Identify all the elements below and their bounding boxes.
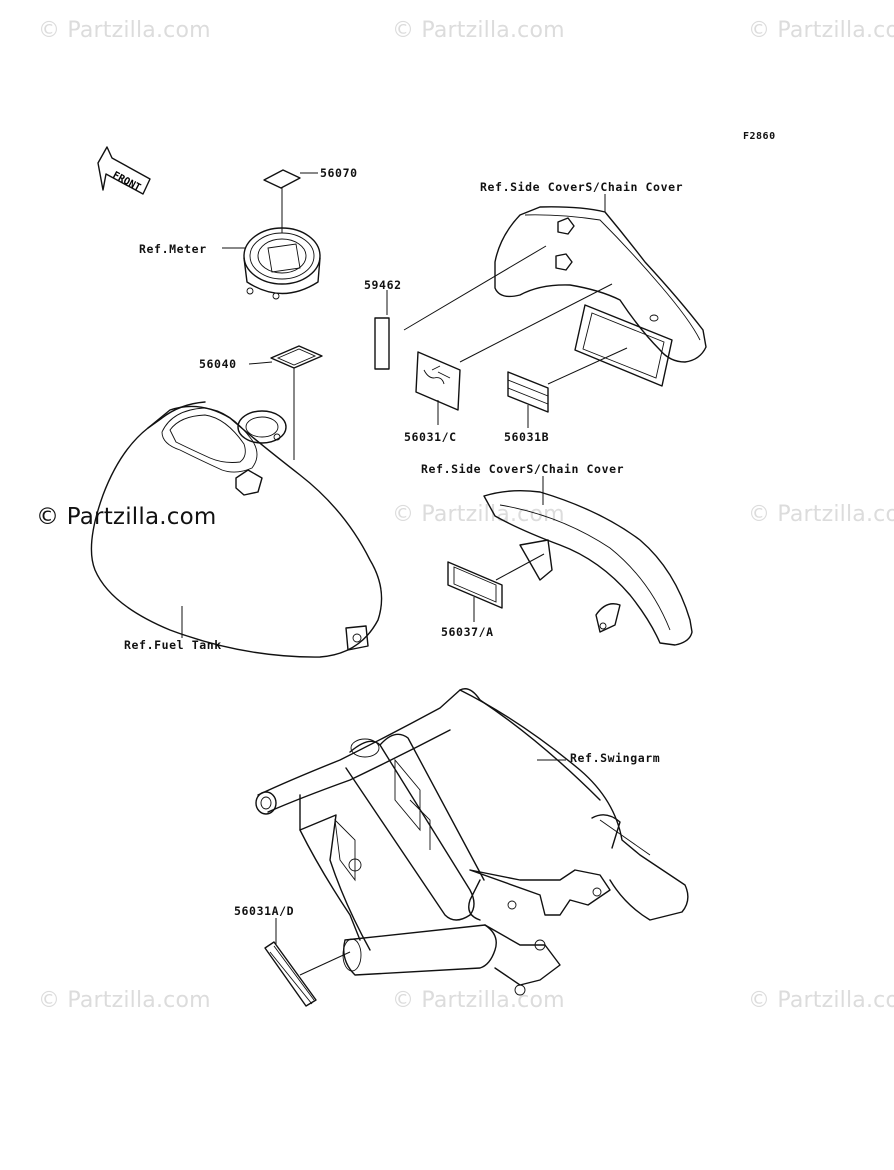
label-59462-sticker (374, 245, 547, 370)
label-56031c-sticker (415, 283, 613, 425)
ref-label-meter: Ref.Meter (139, 242, 207, 256)
watermark-dark: © Partzilla.com (36, 504, 217, 530)
front-arrow-text: FRONT (111, 170, 143, 194)
label-56070-sticker (263, 169, 318, 233)
part-label-56031ad: 56031A/D (234, 904, 295, 918)
front-arrow-icon: FRONT (97, 146, 151, 195)
label-56031ad-sticker (264, 918, 351, 1007)
watermark: © Partzilla.com (392, 988, 565, 1013)
meter-illustration (222, 227, 321, 300)
ref-label-swingarm: Ref.Swingarm (570, 751, 661, 765)
label-56031b-sticker (507, 347, 628, 428)
watermark: © Partzilla.com (748, 18, 894, 43)
figure-code: F2860 (743, 131, 776, 142)
watermark: © Partzilla.com (392, 18, 565, 43)
watermark: © Partzilla.com (38, 18, 211, 43)
part-label-56070: 56070 (320, 166, 358, 180)
part-label-56031c: 56031/C (404, 430, 457, 444)
ref-label-side-covers-1: Ref.Side CoverS/Chain Cover (480, 180, 684, 194)
swingarm-illustration (255, 688, 689, 996)
part-label-59462: 59462 (364, 278, 402, 292)
watermark: © Partzilla.com (748, 502, 894, 527)
watermark: © Partzilla.com (38, 988, 211, 1013)
part-label-56040: 56040 (199, 357, 237, 371)
ref-label-fuel-tank: Ref.Fuel Tank (124, 638, 222, 652)
side-cover-illustration (494, 194, 707, 387)
part-label-56031b: 56031B (504, 430, 550, 444)
watermark: © Partzilla.com (392, 502, 565, 527)
part-label-56037a: 56037/A (441, 625, 494, 639)
watermark: © Partzilla.com (748, 988, 894, 1013)
chain-cover-illustration (483, 476, 693, 646)
ref-label-side-covers-2: Ref.Side CoverS/Chain Cover (421, 462, 625, 476)
label-56040-sticker (248, 345, 323, 460)
fuel-tank-illustration (90, 401, 383, 658)
label-56037a-sticker (447, 553, 545, 622)
